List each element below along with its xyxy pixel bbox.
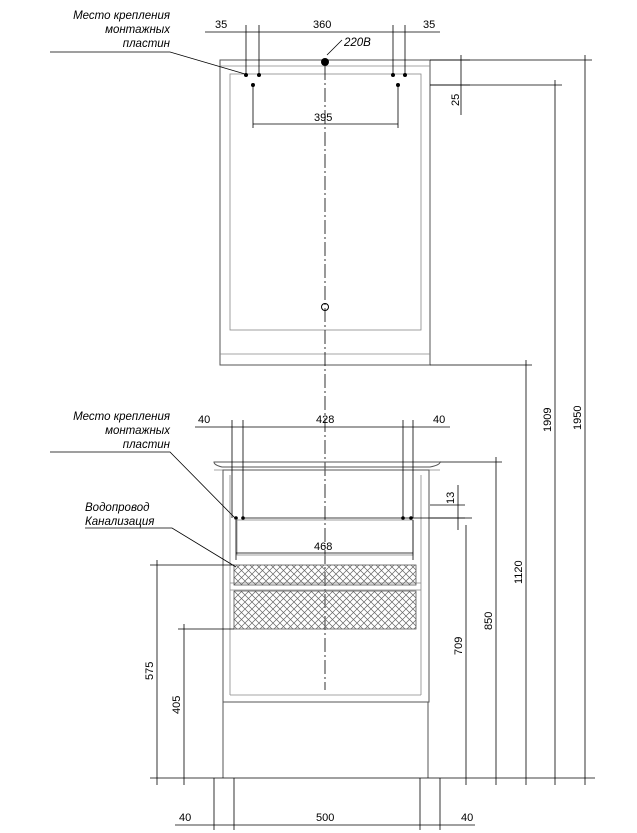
dim-h-1909: 1909 <box>542 408 554 432</box>
power-label: 220В <box>343 37 371 49</box>
dim-bot-left: 40 <box>179 812 191 824</box>
svg-text:пластин: пластин <box>123 38 171 50</box>
dim-top-offset: 25 <box>450 94 462 106</box>
dim-bot-right: 40 <box>461 812 473 824</box>
dim-mid-offset: 13 <box>445 492 457 504</box>
power-outlet-icon <box>321 58 329 66</box>
dim-h-1120: 1120 <box>513 560 525 584</box>
plumbing-zone-lower <box>233 590 417 630</box>
dim-bot-mid: 500 <box>316 812 334 824</box>
plumbing-zone-upper <box>233 564 417 586</box>
bottom-dimensions: 40 500 40 <box>175 778 475 830</box>
svg-text:Водопровод: Водопровод <box>85 502 149 514</box>
dim-h-1950: 1950 <box>572 406 584 430</box>
svg-text:пластин: пластин <box>123 439 171 451</box>
plumbing-label: Водопровод Канализация <box>85 502 237 568</box>
height-dimensions: 575 405 709 850 1120 1909 1950 <box>144 55 595 785</box>
svg-text:монтажных: монтажных <box>105 425 171 437</box>
svg-text:монтажных: монтажных <box>105 24 171 36</box>
dim-h-709: 709 <box>453 637 465 655</box>
dim-top-inner: 395 <box>314 112 332 124</box>
vanity-cabinet <box>213 461 441 778</box>
dim-h-850: 850 <box>483 612 495 630</box>
mounting-points-top <box>244 58 407 311</box>
svg-text:Место крепления: Место крепления <box>73 411 170 423</box>
dim-mid-inner: 468 <box>314 541 332 553</box>
dim-h-575: 575 <box>144 662 156 680</box>
mid-dimensions: 40 428 40 468 13 <box>195 414 465 560</box>
svg-text:Канализация: Канализация <box>85 516 154 528</box>
svg-text:Место крепления: Место крепления <box>73 10 170 22</box>
mount-label-top: Место крепления монтажных пластин <box>50 10 246 75</box>
dim-mid-right: 40 <box>433 414 445 426</box>
dim-mid-left: 40 <box>198 414 210 426</box>
dim-h-405: 405 <box>171 696 183 714</box>
dim-top-left: 35 <box>215 19 227 31</box>
dim-mid-mid: 428 <box>316 414 334 426</box>
mount-label-bottom: Место крепления монтажных пластин <box>50 411 236 519</box>
dim-top-mid: 360 <box>313 19 331 31</box>
dim-top-right: 35 <box>423 19 435 31</box>
